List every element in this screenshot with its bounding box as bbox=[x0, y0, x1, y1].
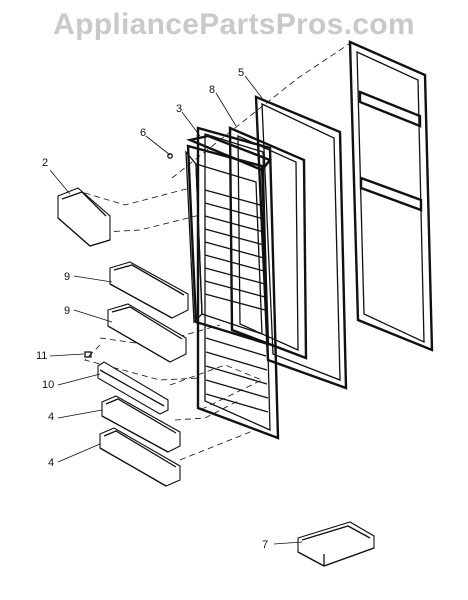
door-shelf-upper bbox=[109, 261, 189, 319]
callout-2: 2 bbox=[42, 157, 48, 169]
inner-door-liner bbox=[196, 126, 280, 440]
shelf-retainer-bar bbox=[97, 361, 169, 415]
callout-6: 6 bbox=[140, 127, 146, 139]
shelf-clip bbox=[84, 351, 92, 358]
door-gasket bbox=[254, 95, 348, 390]
callout-9-upper: 9 bbox=[64, 271, 70, 283]
callout-5: 5 bbox=[238, 67, 244, 79]
callout-leaders bbox=[49, 75, 303, 545]
callout-4-lower: 4 bbox=[48, 457, 54, 469]
small-door-shelf-upper bbox=[101, 395, 181, 453]
butter-bin bbox=[297, 521, 375, 567]
callout-7: 7 bbox=[262, 539, 268, 551]
callout-3: 3 bbox=[176, 103, 182, 115]
callout-4-upper: 4 bbox=[48, 411, 54, 423]
site-watermark: AppliancePartsPros.com bbox=[53, 8, 415, 41]
callout-11: 11 bbox=[36, 350, 47, 362]
liner-lower-ribs bbox=[205, 337, 269, 413]
callout-9-lower: 9 bbox=[64, 305, 70, 317]
door-frame-top bbox=[185, 134, 272, 346]
door-shelf-lower bbox=[107, 303, 187, 363]
dairy-door bbox=[57, 187, 111, 247]
callout-10: 10 bbox=[42, 379, 54, 391]
liner-upper-ribs bbox=[204, 189, 266, 311]
callout-8: 8 bbox=[209, 84, 215, 96]
outer-door-panel bbox=[348, 40, 434, 352]
screw bbox=[167, 153, 173, 159]
small-door-shelf-lower bbox=[99, 427, 181, 487]
